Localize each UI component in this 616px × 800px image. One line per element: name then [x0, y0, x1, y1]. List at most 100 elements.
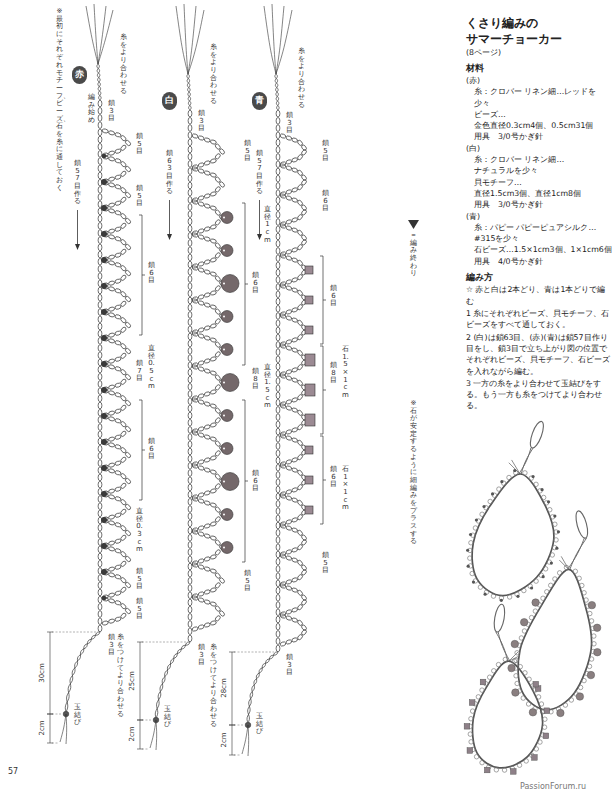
material-line: 直径1.5cm3個、直径1cm8個 [466, 188, 612, 199]
extension-line [52, 743, 58, 744]
chain-stitch [188, 197, 192, 204]
chain-stitch [188, 635, 192, 642]
chain-stitch [204, 358, 211, 363]
chain-stitch [285, 465, 292, 470]
scallop [582, 678, 586, 682]
chain-stitch [108, 462, 115, 467]
chain-stitch [108, 416, 115, 421]
extension-line [142, 749, 148, 750]
choker-body [473, 661, 543, 768]
chain-stitch [114, 434, 121, 439]
chain-stitch [114, 574, 121, 579]
chain-loop [192, 133, 226, 169]
bead [101, 257, 107, 263]
chain-stitch [108, 156, 115, 161]
chain-stitch [204, 566, 211, 571]
material-line: 糸：パピー パピーピュアシルク… [466, 222, 612, 233]
start-mark: 編み始め [88, 94, 95, 125]
chain-stitch [285, 315, 292, 320]
chain-stitch [198, 162, 205, 167]
twisted-cord [187, 74, 191, 110]
chain-stitch [291, 577, 298, 582]
chain-loop [102, 492, 132, 521]
chain-stitch [108, 410, 115, 415]
bead [101, 335, 107, 341]
end-mark-symbol [408, 220, 419, 229]
chain-stitch [188, 348, 192, 355]
stone-bead [464, 723, 470, 729]
chain-stitch [108, 618, 115, 623]
bead [491, 492, 494, 495]
chain-stitch [276, 457, 280, 464]
chain-stitch [188, 578, 192, 585]
twisted-cord [65, 632, 100, 712]
chain-stitch [114, 330, 121, 335]
chain-loop [280, 343, 308, 376]
scallop [592, 642, 596, 646]
chain-stitch [114, 616, 121, 621]
chain-stitch [276, 407, 280, 414]
chain-stitch [188, 549, 192, 556]
chain-stitch [291, 547, 298, 552]
chain-stitch [210, 172, 217, 177]
scallop [480, 512, 484, 516]
chain-stitch [204, 226, 211, 231]
chain-stitch [276, 486, 280, 493]
chain-stitch [276, 125, 280, 132]
scallop [589, 619, 593, 623]
stone-bead [305, 384, 315, 396]
scallop [564, 565, 568, 569]
direction-arrow [77, 210, 78, 245]
chain-stitch [108, 260, 115, 265]
chain-stitch [188, 556, 192, 563]
chain-stitch [108, 494, 115, 499]
thread-end [272, 4, 276, 74]
chain-stitch [210, 224, 217, 229]
scallop [476, 695, 480, 699]
scallop [587, 664, 591, 668]
chain-loop [280, 283, 308, 316]
shell-hole [223, 481, 225, 483]
chain-stitch [276, 139, 280, 146]
chain-stitch [280, 373, 287, 378]
chain-stitch [198, 360, 205, 365]
chain-stitch [210, 568, 217, 573]
chain-stitch [114, 600, 121, 605]
chain-loop [280, 193, 308, 226]
note: ※最初にそれぞれモチーフ、ビーズ、石を糸に通しておく [56, 8, 63, 193]
chain-stitch [280, 313, 287, 318]
stitch-count: 鎖5目 [136, 598, 143, 621]
chain-stitch [291, 187, 298, 192]
chain-stitch [204, 424, 211, 429]
chain-stitch [98, 589, 102, 596]
shell-motif [587, 671, 594, 678]
blue-choker [464, 603, 549, 774]
chain-stitch [102, 596, 109, 601]
bead [557, 530, 560, 533]
stone-size: 石1.5×1cm [342, 346, 349, 400]
chain-stitch [210, 271, 217, 276]
chain-stitch [276, 479, 280, 486]
chain-stitch [188, 312, 192, 319]
cord-strand [496, 632, 508, 661]
chain-stitch [276, 551, 280, 558]
chain-stitch [192, 166, 199, 171]
chain-stitch [276, 623, 280, 630]
chain-stitch [280, 193, 287, 198]
chain-stitch [280, 583, 287, 588]
chain-stitch [114, 236, 121, 241]
section-heading: 編み方 [466, 271, 612, 283]
chain-stitch [285, 489, 292, 494]
chain-stitch [291, 607, 298, 612]
stitch-count: 鎖5目 [244, 570, 251, 593]
chain-stitch [276, 313, 280, 320]
chain-loop [102, 232, 132, 261]
thread-tail [150, 720, 156, 748]
chain-stitch [285, 159, 292, 164]
chain-stitch [108, 312, 115, 317]
scallop [557, 571, 561, 575]
chain-stitch [114, 184, 121, 189]
scallop [521, 696, 525, 700]
chain-stitch [188, 513, 192, 520]
chain-stitch [276, 464, 280, 471]
